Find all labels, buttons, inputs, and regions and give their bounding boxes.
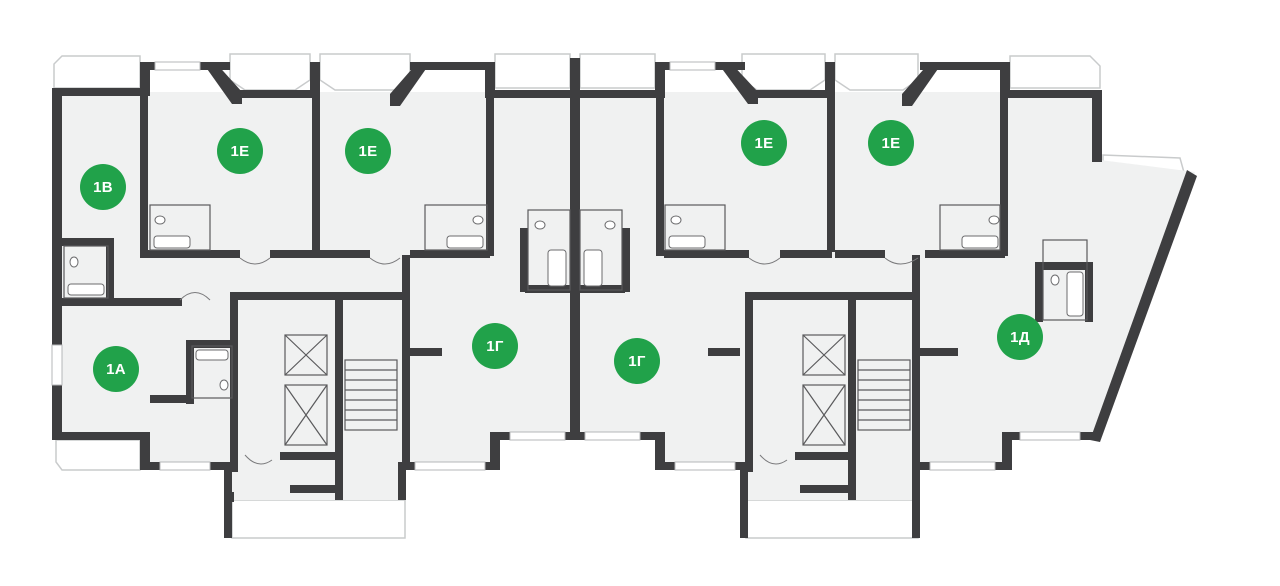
apartment-badge-1g[interactable]: 1Г [472,323,518,369]
apartment-badge-1g[interactable]: 1Г [614,338,660,384]
windows [51,61,1081,471]
apartment-badge-1v[interactable]: 1В [80,164,126,210]
apartment-badge-1e[interactable]: 1Е [741,120,787,166]
apartment-badge-1d[interactable]: 1Д [997,314,1043,360]
door-swings [179,257,919,465]
bathroom-fixtures [63,204,1088,399]
apartment-badge-1e[interactable]: 1Е [868,120,914,166]
apartment-badge-1e[interactable]: 1Е [345,128,391,174]
apartment-badge-1e[interactable]: 1Е [217,128,263,174]
stair-elevator-cores [284,334,911,446]
interior-walls [62,62,1093,500]
bay-walls [205,62,940,106]
apartment-badge-1a[interactable]: 1А [93,346,139,392]
